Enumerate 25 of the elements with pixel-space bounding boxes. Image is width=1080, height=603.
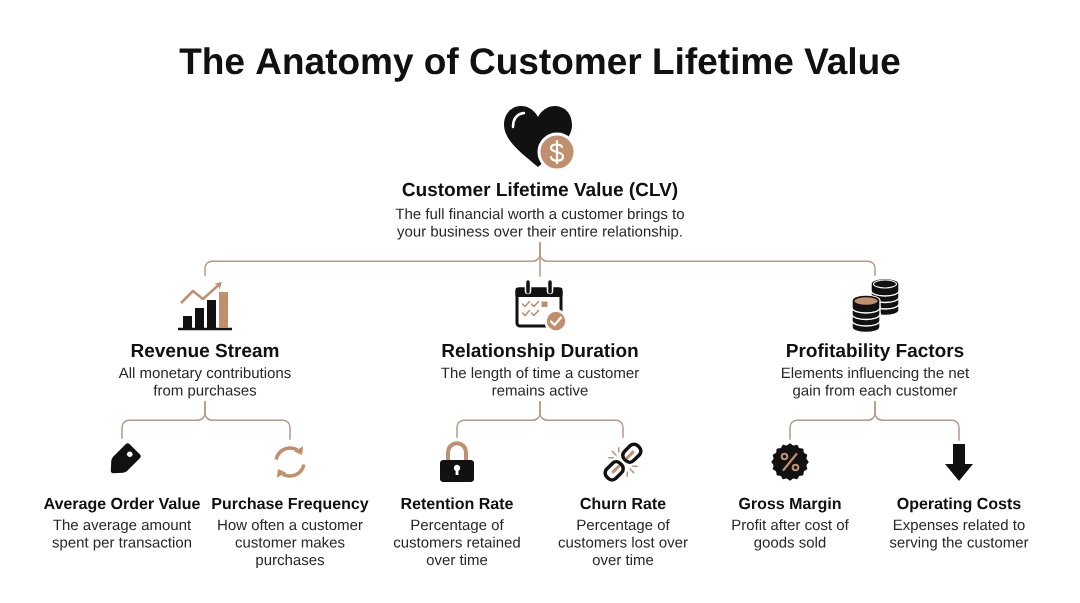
description: How often a customer customer makes purchases xyxy=(218,519,363,569)
description: The full financial worth a customer brings to your business over their entire relationship. xyxy=(395,208,684,240)
connector-line xyxy=(874,400,960,442)
description: The length of time a customer remains active xyxy=(441,367,639,396)
connector-line xyxy=(204,400,291,441)
heading: Retention Rate xyxy=(401,497,513,510)
heading: Average Order Value xyxy=(44,497,200,513)
heading: Gross Margin xyxy=(739,497,841,513)
title: The Anatomy of Customer Lifetime Value xyxy=(179,47,900,82)
description: Expenses related to serving the customer xyxy=(889,519,1029,551)
connector-line xyxy=(539,241,876,277)
heading: Operating Costs xyxy=(897,497,1021,513)
heading: Purchase Frequency xyxy=(212,497,369,513)
description: The average amount spent per transaction xyxy=(52,519,192,551)
description: Percentage of customers lost over over time xyxy=(558,519,688,566)
description: Profit after cost of goods sold xyxy=(732,519,849,551)
description: Elements influencing the net gain from each customer xyxy=(782,367,970,399)
description: All monetary contributions from purchases xyxy=(118,367,291,399)
heading: Customer Lifetime Value (CLV) xyxy=(402,182,678,200)
heading: Churn Rate xyxy=(580,497,666,510)
connector-line xyxy=(539,400,624,439)
heading: Revenue Stream xyxy=(131,343,279,358)
heading: Relationship Duration xyxy=(442,343,638,361)
description: Percentage of customers retained over time xyxy=(393,519,520,566)
heading: Profitability Factors xyxy=(787,343,964,361)
